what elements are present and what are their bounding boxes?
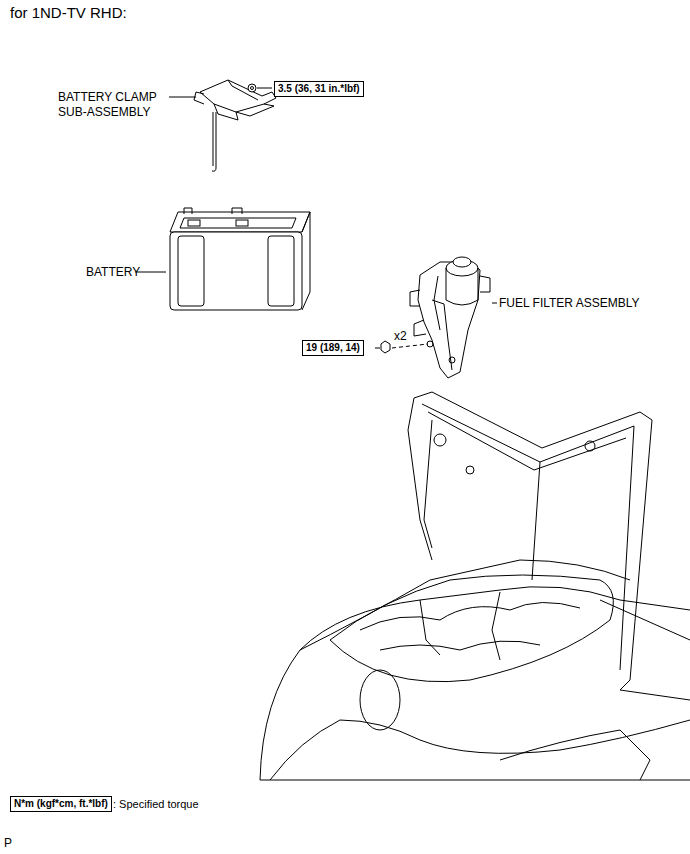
torque-value: 19 (189, 14) bbox=[303, 341, 363, 355]
quantity-mark: x2 bbox=[394, 329, 407, 344]
part-name: BATTERY bbox=[86, 265, 140, 280]
battery-clamp-drawing bbox=[169, 80, 276, 171]
torque-box: 19 (189, 14) bbox=[302, 340, 364, 356]
torque-value: N*m (kgf*cm, ft.*lbf) bbox=[11, 797, 111, 811]
part-name: BATTERY CLAMP SUB-ASSEMBLY bbox=[58, 90, 166, 120]
page-title: for 1ND-TV RHD: bbox=[10, 4, 127, 22]
torque-value: 3.5 (36, 31 in.*lbf) bbox=[275, 82, 363, 96]
legend-torque-box: N*m (kgf*cm, ft.*lbf) bbox=[10, 796, 112, 812]
part-name: FUEL FILTER ASSEMBLY bbox=[499, 296, 639, 311]
torque-box: 3.5 (36, 31 in.*lbf) bbox=[274, 81, 364, 97]
battery-drawing bbox=[135, 208, 310, 310]
legend-text: : Specified torque bbox=[113, 797, 199, 812]
vehicle-drawing bbox=[260, 392, 690, 780]
page-mark: P bbox=[4, 836, 12, 851]
fuel-filter-drawing bbox=[375, 257, 497, 378]
